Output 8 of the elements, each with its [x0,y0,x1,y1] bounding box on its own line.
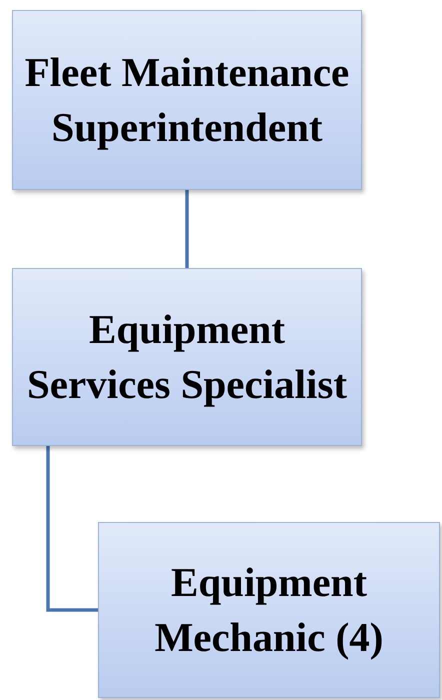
position-box [98,522,440,698]
position-title: Equipment Services Specialist [26,305,348,409]
connector-line [185,190,189,268]
position-box [12,268,362,446]
position-title: Equipment Mechanic (4) [154,558,384,662]
position-title: Fleet Maintenance Superintendent [24,48,350,152]
connector-line [46,446,98,612]
position-box [12,10,362,190]
